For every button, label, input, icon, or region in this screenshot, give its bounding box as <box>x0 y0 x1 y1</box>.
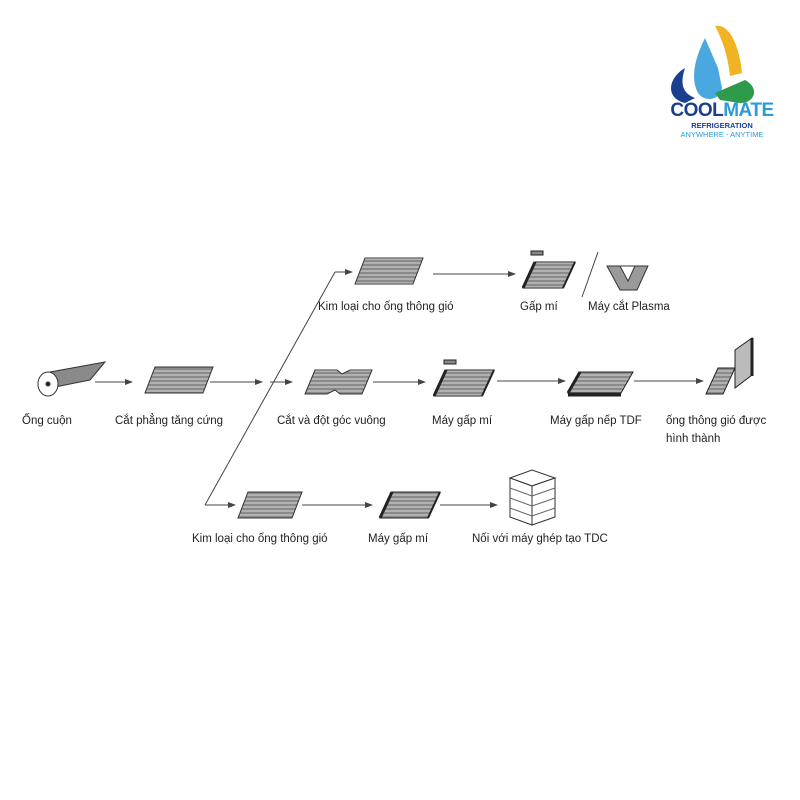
label-plasma: Máy cắt Plasma <box>588 301 670 313</box>
label-flat-cut: Cắt phẳng tăng cứng <box>115 415 224 427</box>
label-notch: Cắt và đột góc vuông <box>277 415 386 427</box>
top-fold-icon <box>521 250 576 289</box>
plasma-divider <box>581 251 599 298</box>
coil-icon <box>37 361 107 397</box>
tdf-fold-icon <box>566 371 634 397</box>
brand-subtitle: REFRIGERATION <box>691 121 753 130</box>
label-top-sheet: Kim loại cho ống thông gió <box>318 301 454 313</box>
tdc-box-icon <box>508 469 557 526</box>
label-formed-1: ống thông gió được <box>666 415 767 427</box>
top-sheet-icon <box>354 257 424 285</box>
label-bottom-fold: Máy gấp mí <box>368 533 429 545</box>
brand-name: COOLMATE <box>662 100 782 122</box>
branch-line <box>204 271 336 506</box>
label-tdf: Máy gấp nếp TDF <box>550 415 642 427</box>
formed-duct-icon <box>705 337 754 395</box>
flat-sheet-icon <box>144 366 214 394</box>
bottom-fold-icon <box>378 491 441 519</box>
notched-sheet-icon <box>304 369 373 395</box>
label-mid-fold: Máy gấp mí <box>432 415 493 427</box>
label-coil: Ống cuộn <box>22 415 72 427</box>
brand-cool: COOL <box>670 100 724 121</box>
label-formed-2: hình thành <box>666 433 721 445</box>
mid-fold-icon <box>432 359 495 397</box>
brand-mate: MATE <box>723 100 774 121</box>
label-top-fold: Gấp mí <box>520 301 558 313</box>
label-bottom-sheet: Kim loại cho ống thông gió <box>192 533 328 545</box>
bottom-sheet-icon <box>237 491 303 519</box>
label-tdc: Nối với máy ghép tạo TDC <box>472 533 608 545</box>
coolmate-logo-icon <box>671 25 755 103</box>
brand-tagline: ANYWHERE - ANYTIME <box>680 130 764 139</box>
